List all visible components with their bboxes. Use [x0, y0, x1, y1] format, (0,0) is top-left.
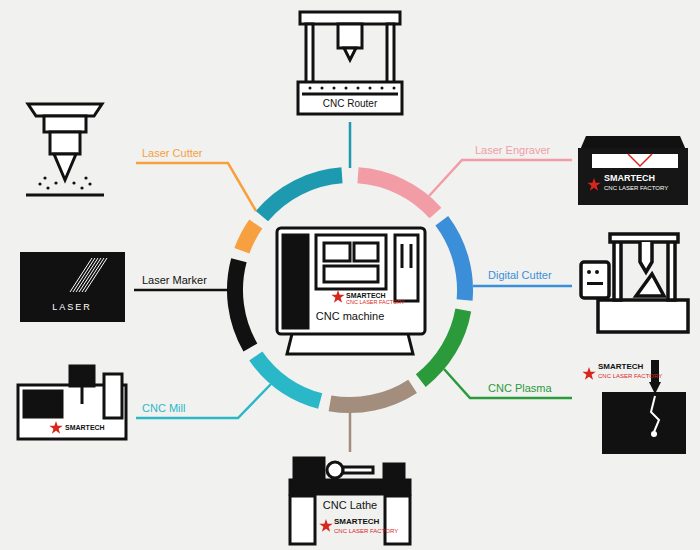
brand-logo: SMARTECH: [346, 292, 386, 299]
plasma-icon: [582, 360, 686, 454]
digital-cutter-icon: [581, 234, 688, 332]
machine-label: CNC Lathe: [323, 500, 377, 511]
ring-arc: [421, 310, 464, 381]
lathe-icon: [290, 458, 410, 544]
center-logo-star: [331, 290, 344, 303]
machine-label: CNC Router: [323, 99, 377, 109]
marker-text: LASER: [52, 303, 92, 312]
ring-arc: [242, 224, 256, 251]
ring-arc: [235, 260, 250, 347]
router-bed-holes: [309, 87, 396, 90]
brand-logo: SMARTECH: [334, 518, 379, 526]
brand-tagline: CNC LASER FACTORY: [334, 528, 398, 534]
category-label: CNC Mill: [142, 403, 185, 414]
cnc-machine-icon: [277, 228, 425, 354]
color-ring: [235, 175, 465, 405]
mill-icon: [18, 366, 126, 439]
brand-tagline: CNC LASER FACTORY: [598, 373, 662, 379]
laser-marker-icon: [20, 252, 125, 322]
ring-arc: [442, 221, 465, 300]
brand-logo: SMARTECH: [65, 424, 105, 431]
brand-logo: SMARTECH: [598, 363, 643, 371]
engraver-icon: [578, 136, 688, 205]
ring-arc: [358, 175, 436, 213]
category-label: CNC Plasma: [488, 383, 552, 394]
category-label: Laser Engraver: [475, 145, 550, 156]
brand-tagline: CNC LASER FACTORY: [346, 300, 405, 306]
mill-logo-star: [49, 421, 62, 434]
ring-arc: [262, 175, 342, 216]
category-label: Digital Cutter: [488, 270, 552, 281]
machine-label: CNC machine: [316, 311, 384, 322]
router-icon: [298, 12, 402, 114]
laser-cutter-sparks: [38, 176, 91, 189]
brand-tagline: CNC LASER FACTORY: [604, 185, 668, 191]
laser-cutter-icon: [26, 104, 104, 195]
digital-cutter-panel-dots: [587, 270, 603, 285]
category-label: Laser Marker: [142, 275, 207, 286]
ring-arc: [330, 386, 413, 405]
lathe-logo-star: [319, 519, 332, 532]
leader-lines: [134, 122, 572, 452]
brand-logo: SMARTECH: [604, 174, 655, 183]
category-label: Laser Cutter: [142, 148, 203, 159]
ring-arc: [256, 356, 320, 401]
